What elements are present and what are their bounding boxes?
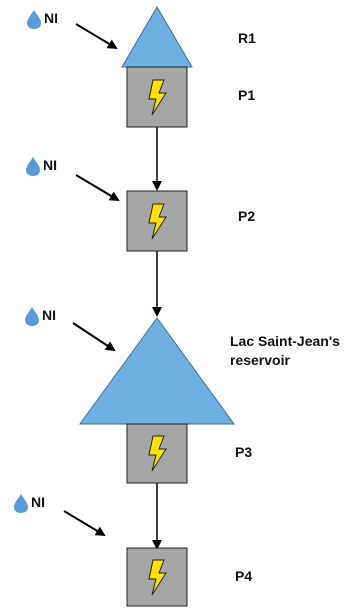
station-p3-label: P3 — [235, 444, 253, 460]
reservoir-lac-saint-jean-triangle — [79, 317, 235, 425]
inflow-arrow-2 — [75, 174, 120, 202]
station-p4-label: P4 — [235, 568, 253, 584]
reservoir-lac-saint-jean-label: Lac Saint-Jean's reservoir — [230, 333, 340, 368]
inflow-label-3: NI — [42, 307, 56, 323]
water-drop-icon — [14, 494, 28, 513]
lightning-icon — [148, 203, 167, 240]
water-drop-icon — [25, 307, 39, 326]
inflow-label-4: NI — [31, 494, 45, 510]
water-drop-icon — [26, 157, 40, 176]
station-p1 — [126, 66, 188, 128]
lightning-icon — [148, 559, 167, 596]
inflow-label-1: NI — [44, 10, 58, 26]
inflow-arrow-3 — [72, 322, 116, 352]
lightning-icon — [148, 79, 167, 116]
water-drop-icon — [27, 10, 41, 29]
station-p2-label: P2 — [238, 208, 256, 224]
lightning-icon — [148, 435, 167, 472]
reservoir-r1-triangle — [121, 6, 193, 68]
station-p3 — [126, 423, 188, 484]
inflow-arrow-4 — [63, 510, 106, 537]
inflow-label-2: NI — [43, 157, 57, 173]
station-p2 — [126, 190, 188, 252]
station-p1-label: P1 — [238, 87, 256, 103]
inflow-arrow-1 — [75, 23, 118, 50]
station-p4 — [126, 547, 188, 607]
reservoir-r1-label: R1 — [238, 30, 256, 46]
